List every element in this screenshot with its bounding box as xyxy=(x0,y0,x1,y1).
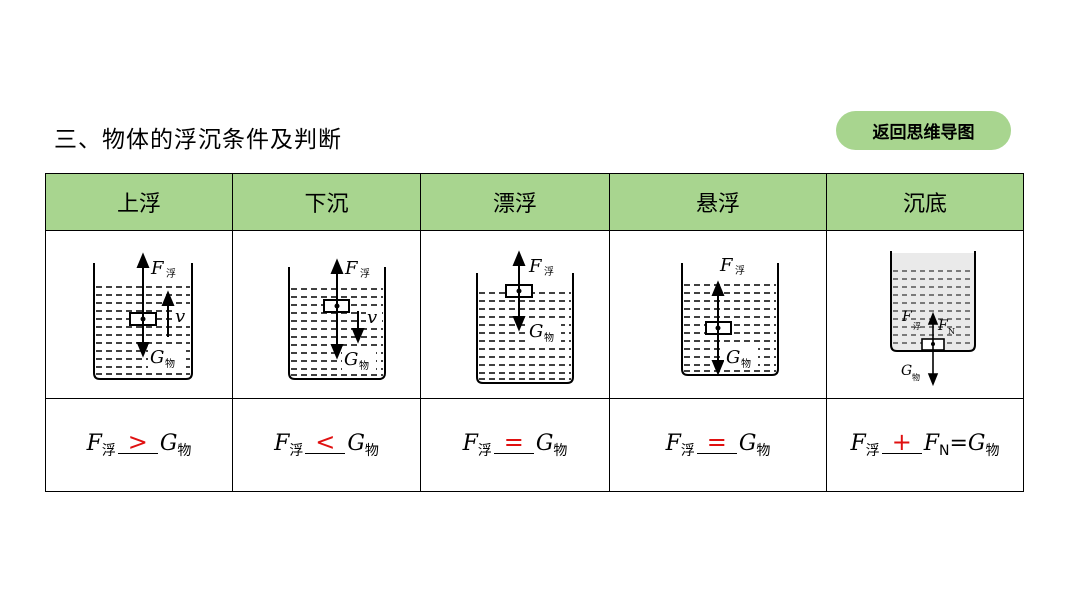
header-floating: 漂浮 xyxy=(420,173,610,231)
floating-diagram: F 浮 G 物 xyxy=(476,250,574,384)
equation-floating: F浮=G物 xyxy=(420,398,610,492)
subscript: 浮 xyxy=(101,442,116,459)
sinking-diagram: F 浮 v G 物 xyxy=(288,257,386,380)
container-suspended xyxy=(681,263,779,376)
header-row: 上浮 下沉 漂浮 悬浮 沉底 xyxy=(45,173,1024,231)
resting-bottom-diagram: F 浮 F N G 物 xyxy=(890,251,976,387)
gravity-label: G xyxy=(901,363,912,379)
force-arrows-resting xyxy=(927,311,939,387)
normal-force-label: F xyxy=(937,318,949,334)
answer-blank: > xyxy=(117,430,158,454)
diagram-cell-rising: F 浮 v G 物 xyxy=(45,230,233,399)
subscript: 物 xyxy=(756,442,771,459)
force-symbol: F xyxy=(850,430,866,456)
suspended-diagram: F 浮 G 物 xyxy=(681,253,779,376)
force-arrows-rising xyxy=(136,252,175,358)
subscript: 浮 xyxy=(166,268,176,280)
subscript: 浮 xyxy=(865,442,880,459)
equation-suspended: F浮=G物 xyxy=(609,398,827,492)
buoyant-force-label: F xyxy=(150,258,165,279)
diagram-cell-resting-bottom: F 浮 F N G 物 xyxy=(826,230,1024,399)
container-floating xyxy=(476,273,574,384)
equation-row: F浮>G物 F浮<G物 F浮=G物 F浮=G物 F浮+FN=G物 xyxy=(45,398,1024,492)
velocity-label: v xyxy=(175,306,185,327)
header-rising: 上浮 xyxy=(45,173,233,231)
answer-blank: + xyxy=(881,430,922,454)
subscript: 物 xyxy=(359,359,369,372)
equals-gravity: =G xyxy=(949,430,986,456)
container-rising xyxy=(93,263,193,380)
normal-force-symbol: F xyxy=(923,430,940,456)
subscript: 浮 xyxy=(360,268,370,280)
force-symbol: F xyxy=(462,430,478,456)
diagram-cell-floating: F 浮 G 物 xyxy=(420,230,610,399)
subscript: 物 xyxy=(165,357,175,370)
subscript: 浮 xyxy=(913,321,921,331)
gravity-symbol: G xyxy=(535,430,554,456)
subscript: 浮 xyxy=(289,442,304,459)
equation-rising: F浮>G物 xyxy=(45,398,233,492)
gravity-label: G xyxy=(726,347,740,368)
subscript: 浮 xyxy=(477,442,492,459)
force-symbol: F xyxy=(86,430,102,456)
equation-sinking: F浮<G物 xyxy=(232,398,421,492)
header-suspended: 悬浮 xyxy=(609,173,827,231)
answer-blank: < xyxy=(305,430,346,454)
container-sinking xyxy=(288,267,386,380)
buoyant-force-label: F xyxy=(528,256,543,277)
buoyant-force-label: F xyxy=(344,258,359,279)
buoyant-force-label: F xyxy=(719,255,734,276)
subscript: 物 xyxy=(364,442,379,459)
subscript: 物 xyxy=(544,331,554,344)
subscript: 浮 xyxy=(735,265,745,277)
subscript: N xyxy=(939,442,950,459)
gravity-label: G xyxy=(344,349,358,370)
buoyancy-conditions-table: 上浮 下沉 漂浮 悬浮 沉底 xyxy=(45,173,1024,492)
diagram-cell-sinking: F 浮 v G 物 xyxy=(232,230,421,399)
subscript: 物 xyxy=(741,357,751,370)
subscript: 浮 xyxy=(680,442,695,459)
section-title: 三、物体的浮沉条件及判断 xyxy=(54,127,342,153)
diagram-row: F 浮 v G 物 xyxy=(45,230,1024,399)
equation-resting-bottom: F浮+FN=G物 xyxy=(826,398,1024,492)
answer-blank: = xyxy=(493,430,534,454)
gravity-symbol: G xyxy=(738,430,757,456)
force-symbol: F xyxy=(665,430,681,456)
diagram-cell-suspended: F 浮 G 物 xyxy=(609,230,827,399)
subscript: 物 xyxy=(912,372,920,382)
subscript: 浮 xyxy=(544,266,554,278)
water-rising xyxy=(96,286,190,375)
force-arrows-suspended xyxy=(711,280,725,376)
subscript: N xyxy=(948,327,955,336)
gravity-label: G xyxy=(529,321,543,342)
subscript: 物 xyxy=(177,442,192,459)
subscript: 物 xyxy=(553,442,568,459)
header-resting-bottom: 沉底 xyxy=(826,173,1024,231)
velocity-label: v xyxy=(367,307,377,328)
header-sinking: 下沉 xyxy=(232,173,421,231)
force-arrows-floating xyxy=(512,250,526,332)
rising-diagram: F 浮 v G 物 xyxy=(93,252,193,380)
gravity-symbol: G xyxy=(159,430,178,456)
answer-blank: = xyxy=(696,430,737,454)
gravity-symbol: G xyxy=(347,430,365,456)
force-symbol: F xyxy=(274,430,290,456)
buoyant-force-label: F xyxy=(901,309,913,325)
gravity-label: G xyxy=(150,347,164,368)
subscript: 物 xyxy=(985,442,1000,459)
force-arrows-sinking xyxy=(330,258,365,360)
back-to-mindmap-button[interactable]: 返回思维导图 xyxy=(836,111,1011,150)
